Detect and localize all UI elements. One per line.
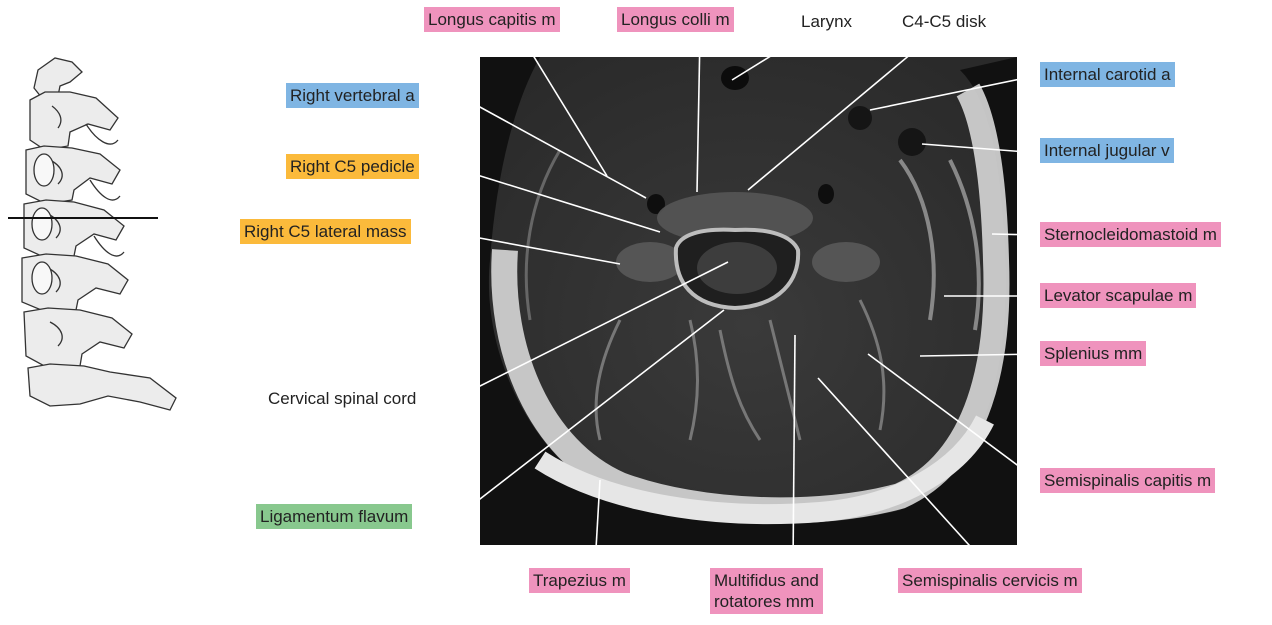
label-larynx: Larynx (797, 9, 856, 34)
label-levator-scapulae: Levator scapulae m (1040, 283, 1196, 308)
leader-sternocleidomastoid (992, 234, 1040, 235)
cervical-spine-sagittal-icon (22, 58, 176, 410)
label-semispinalis-capitis: Semispinalis capitis m (1040, 468, 1215, 493)
label-c4-c5-disk: C4-C5 disk (898, 9, 990, 34)
label-trapezius: Trapezius m (529, 568, 630, 593)
label-semispinalis-cervicis: Semispinalis cervicis m (898, 568, 1082, 593)
label-longus-capitis: Longus capitis m (424, 7, 560, 32)
label-internal-carotid: Internal carotid a (1040, 62, 1175, 87)
label-sternocleidomastoid: Sternocleidomastoid m (1040, 222, 1221, 247)
mri-axial-image (480, 57, 1017, 545)
label-longus-colli: Longus colli m (617, 7, 734, 32)
label-ligamentum-flavum: Ligamentum flavum (256, 504, 412, 529)
label-right-c5-lateral-mass: Right C5 lateral mass (240, 219, 411, 244)
label-splenius: Splenius mm (1040, 341, 1146, 366)
label-right-vertebral: Right vertebral a (286, 83, 419, 108)
label-multifidus: Multifidus and rotatores mm (710, 568, 823, 614)
label-cervical-spinal-cord: Cervical spinal cord (264, 386, 420, 411)
label-right-c5-pedicle: Right C5 pedicle (286, 154, 419, 179)
label-internal-jugular: Internal jugular v (1040, 138, 1174, 163)
